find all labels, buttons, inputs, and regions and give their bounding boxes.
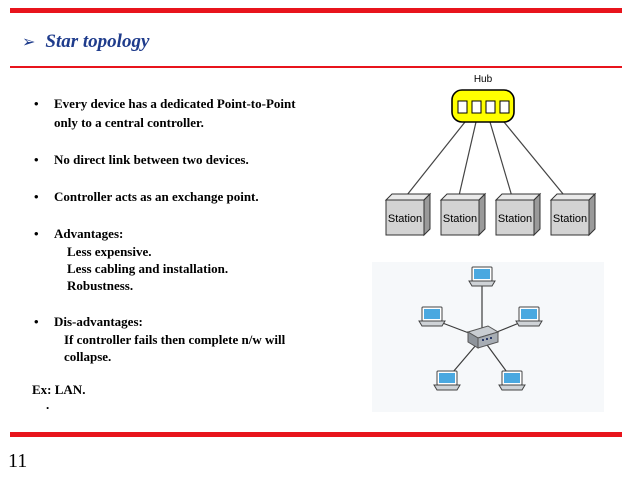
link-line xyxy=(489,121,514,201)
bullet-text: No direct link between two devices. xyxy=(54,152,249,167)
laptop-icon xyxy=(468,266,496,287)
bullet-dot: • xyxy=(34,226,39,241)
bullet-item: • Advantages: Less expensive. Less cabli… xyxy=(34,224,364,294)
laptop-icon xyxy=(418,306,446,327)
hub-label: Hub xyxy=(474,74,493,85)
link-line xyxy=(457,121,477,201)
hub-device xyxy=(451,89,515,123)
station-label: Station xyxy=(553,213,587,225)
hub-star-diagram: Hub Station Station Station Station xyxy=(384,74,597,237)
arrow-bullet-icon: ➢ xyxy=(22,34,36,51)
station-label: Station xyxy=(388,213,422,225)
station-label: Station xyxy=(498,213,532,225)
hub-links xyxy=(402,121,569,201)
sub-item: Less cabling and installation. xyxy=(67,261,229,276)
example-text: Ex: LAN. xyxy=(32,382,86,397)
laptop-star-network xyxy=(372,262,604,412)
title-underline xyxy=(10,66,622,68)
station-box: Station xyxy=(384,192,432,237)
bullet-dot: • xyxy=(34,314,39,329)
bullet-text: Advantages: xyxy=(54,226,124,241)
sub-item: If controller fails then complete n/w wi… xyxy=(64,332,286,347)
laptop-icon xyxy=(433,370,461,391)
sub-item: Robustness. xyxy=(67,278,134,293)
bullet-text-cont: only to a central controller. xyxy=(54,115,204,130)
bullet-dot: • xyxy=(34,96,39,111)
link-line xyxy=(503,121,569,201)
sub-item: Less expensive. xyxy=(67,244,152,259)
station-label: Station xyxy=(443,213,477,225)
bullet-dot: • xyxy=(34,189,39,204)
bullet-item: • Every device has a dedicated Point-to-… xyxy=(34,94,364,132)
hub-port xyxy=(471,100,482,114)
bullet-dot: • xyxy=(34,152,39,167)
bullet-item: • Controller acts as an exchange point. xyxy=(34,187,364,206)
bottom-rule xyxy=(10,432,622,437)
hub-port xyxy=(499,100,510,114)
bullet-list: • Every device has a dedicated Point-to-… xyxy=(32,94,364,412)
bullet-text: Every device has a dedicated Point-to-Po… xyxy=(54,96,296,111)
link-line xyxy=(402,121,466,201)
hub-port xyxy=(457,100,468,114)
slide-title: ➢ Star topology xyxy=(22,31,149,53)
title-text: Star topology xyxy=(45,31,150,52)
sub-item: collapse. xyxy=(64,349,112,364)
bullet-item: • Dis-advantages: If controller fails th… xyxy=(34,312,364,365)
station-box: Station xyxy=(549,192,597,237)
bullet-text: Dis-advantages: xyxy=(54,314,143,329)
trailing-dot: . xyxy=(46,397,50,412)
top-rule xyxy=(10,8,622,13)
network-switch xyxy=(466,325,500,349)
station-box: Station xyxy=(439,192,487,237)
station-box: Station xyxy=(494,192,542,237)
laptop-icon xyxy=(515,306,543,327)
bullet-text: Controller acts as an exchange point. xyxy=(54,189,259,204)
bullet-item: • No direct link between two devices. xyxy=(34,150,364,169)
page-number: 11 xyxy=(8,450,28,472)
laptop-icon xyxy=(498,370,526,391)
hub-port xyxy=(485,100,496,114)
